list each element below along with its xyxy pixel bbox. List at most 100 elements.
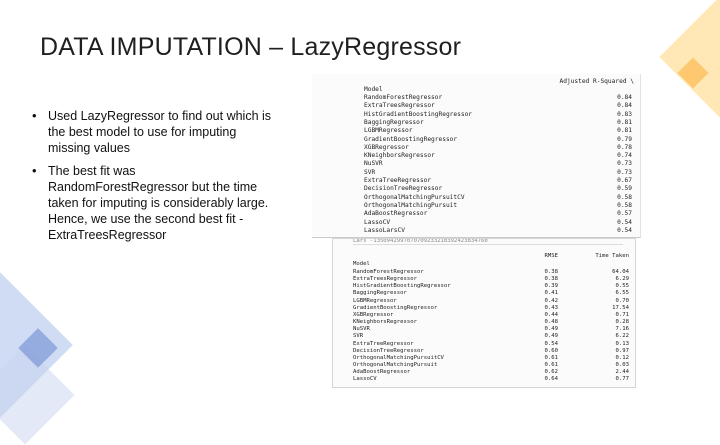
model-name: XGBRegressor	[364, 143, 409, 151]
rmse-value: 0.62	[544, 369, 558, 376]
table-row: AdaBoostRegressor 0.62 2.44	[333, 369, 633, 376]
slide-title: DATA IMPUTATION – LazyRegressor	[40, 33, 462, 61]
time-taken-value: 6.55	[615, 290, 629, 297]
table-row: LGBMRegressor 0.81	[312, 127, 634, 135]
index-label-model: Model	[364, 86, 383, 93]
model-name: RandomForestRegressor	[364, 94, 443, 101]
rmse-value: 0.64	[544, 376, 558, 383]
model-name: LassoCV	[364, 218, 391, 226]
table-row: ExtraTreesRegressor 0.84	[312, 102, 634, 110]
time-taken-value: 0.70	[615, 297, 629, 304]
table-row: GradientBoostingRegressor 0.43 17.54	[333, 305, 633, 312]
time-taken-value: 0.55	[615, 283, 629, 290]
model-name: LassoLarsCV	[364, 226, 405, 234]
time-taken-value: 0.97	[615, 347, 629, 354]
bullet-item: The best fit was RandomForestRegressor b…	[28, 163, 278, 243]
rmse-value: 0.39	[544, 283, 558, 290]
table-row: LassoLarsCV 0.54	[312, 227, 634, 235]
time-taken-value: 0.28	[615, 319, 629, 326]
model-name: ExtraTreesRegressor	[364, 102, 435, 110]
adjusted-r-squared-value: 0.58	[617, 193, 632, 201]
table-row: XGBRegressor 0.78	[312, 144, 634, 152]
model-name: GradientBoostingRegressor	[353, 304, 438, 311]
model-name: AdaBoostRegressor	[364, 210, 428, 218]
table-row: KNeighborsRegressor 0.48 0.28	[333, 319, 633, 326]
table-row: LassoCV 0.54	[312, 219, 634, 227]
table-row: NuSVR 0.73	[312, 160, 634, 168]
model-name: ExtraTreeRegressor	[364, 177, 432, 184]
model-name: OrthogonalMatchingPursuit	[353, 361, 438, 368]
model-name: HistGradientBoostingRegressor	[364, 110, 473, 118]
model-name: SVR	[353, 333, 364, 340]
adjusted-r-squared-value: 0.81	[617, 118, 632, 126]
time-taken-value: 17.54	[612, 304, 629, 311]
table-row: RandomForestRegressor 0.84	[312, 94, 634, 102]
time-taken-value: 0.12	[615, 354, 629, 361]
model-name: ExtraTreeRegressor	[353, 340, 414, 347]
table-row: ExtraTreeRegressor 0.67	[312, 177, 634, 185]
adjusted-r-squared-value: 0.54	[617, 218, 632, 226]
model-name: RandomForestRegressor	[353, 269, 424, 275]
adjusted-r-squared-value: 0.78	[617, 143, 632, 151]
model-name: NuSVR	[364, 160, 383, 168]
model-name: HistGradientBoostingRegressor	[353, 283, 451, 290]
adjusted-r-squared-value: 0.54	[617, 226, 632, 234]
adjusted-r-squared-value: 0.84	[617, 102, 632, 110]
adjusted-r-squared-value: 0.79	[617, 135, 632, 143]
adjusted-r-squared-value: 0.73	[617, 160, 632, 168]
table-row: HistGradientBoostingRegressor 0.83	[312, 111, 634, 119]
adjusted-r-squared-value: 0.73	[617, 168, 632, 176]
truncated-row-lars: Lars -1350942997070709233218392423834760	[353, 239, 623, 245]
adjusted-r-squared-value: 0.81	[617, 127, 632, 135]
model-name: KNeighborsRegressor	[353, 319, 417, 326]
time-taken-value: 0.77	[615, 376, 629, 383]
rmse-time-table-screenshot: Lars -1350942997070709233218392423834760…	[332, 238, 636, 388]
table-row: GradientBoostingRegressor 0.79	[312, 136, 634, 144]
table-row: ExtraTreeRegressor 0.54 0.13	[333, 341, 633, 348]
model-name: ExtraTreesRegressor	[353, 276, 417, 283]
time-taken-value: 2.44	[615, 369, 629, 376]
rmse-value: 0.43	[544, 304, 558, 311]
model-name: DecisionTreeRegressor	[353, 347, 424, 354]
rmse-value: 0.60	[544, 347, 558, 354]
table-row: LassoCV 0.64 0.77	[333, 376, 633, 383]
rmse-value: 0.54	[544, 340, 558, 347]
bullet-item: Used LazyRegressor to find out which is …	[28, 108, 278, 156]
rmse-value: 0.38	[544, 276, 558, 283]
column-header-time-taken: Time Taken	[595, 253, 629, 259]
model-name: OrthogonalMatchingPursuitCV	[353, 354, 444, 361]
adjusted-r-squared-value: 0.67	[617, 177, 632, 184]
rmse-value: 0.61	[544, 354, 558, 361]
model-name: KNeighborsRegressor	[364, 152, 435, 160]
adjusted-r-squared-value: 0.83	[617, 110, 632, 118]
rmse-value: 0.41	[544, 290, 558, 297]
time-taken-value: 6.29	[615, 276, 629, 283]
column-header-rmse: RMSE	[544, 253, 558, 259]
table-row: HistGradientBoostingRegressor 0.39 0.55	[333, 283, 633, 290]
model-name: AdaBoostRegressor	[353, 369, 411, 376]
time-taken-value: 0.13	[615, 340, 629, 347]
model-name: GradientBoostingRegressor	[364, 135, 458, 143]
model-name: LassoCV	[353, 376, 377, 383]
rmse-value: 0.61	[544, 361, 558, 368]
rmse-value: 0.48	[544, 319, 558, 326]
adjusted-r-squared-value: 0.59	[617, 185, 632, 193]
time-taken-value: 7.16	[615, 326, 629, 333]
rmse-value: 0.42	[544, 297, 558, 304]
adjusted-r-squared-value: 0.84	[617, 94, 632, 101]
adjusted-r-squared-table-screenshot: Adjusted R-Squared \ Model RandomForestR…	[312, 74, 641, 238]
table-row: ExtraTreesRegressor 0.38 6.29	[333, 276, 633, 283]
model-name: LGBMRegressor	[364, 127, 413, 135]
time-taken-value: 6.22	[615, 333, 629, 340]
time-taken-value: 0.71	[615, 311, 629, 318]
